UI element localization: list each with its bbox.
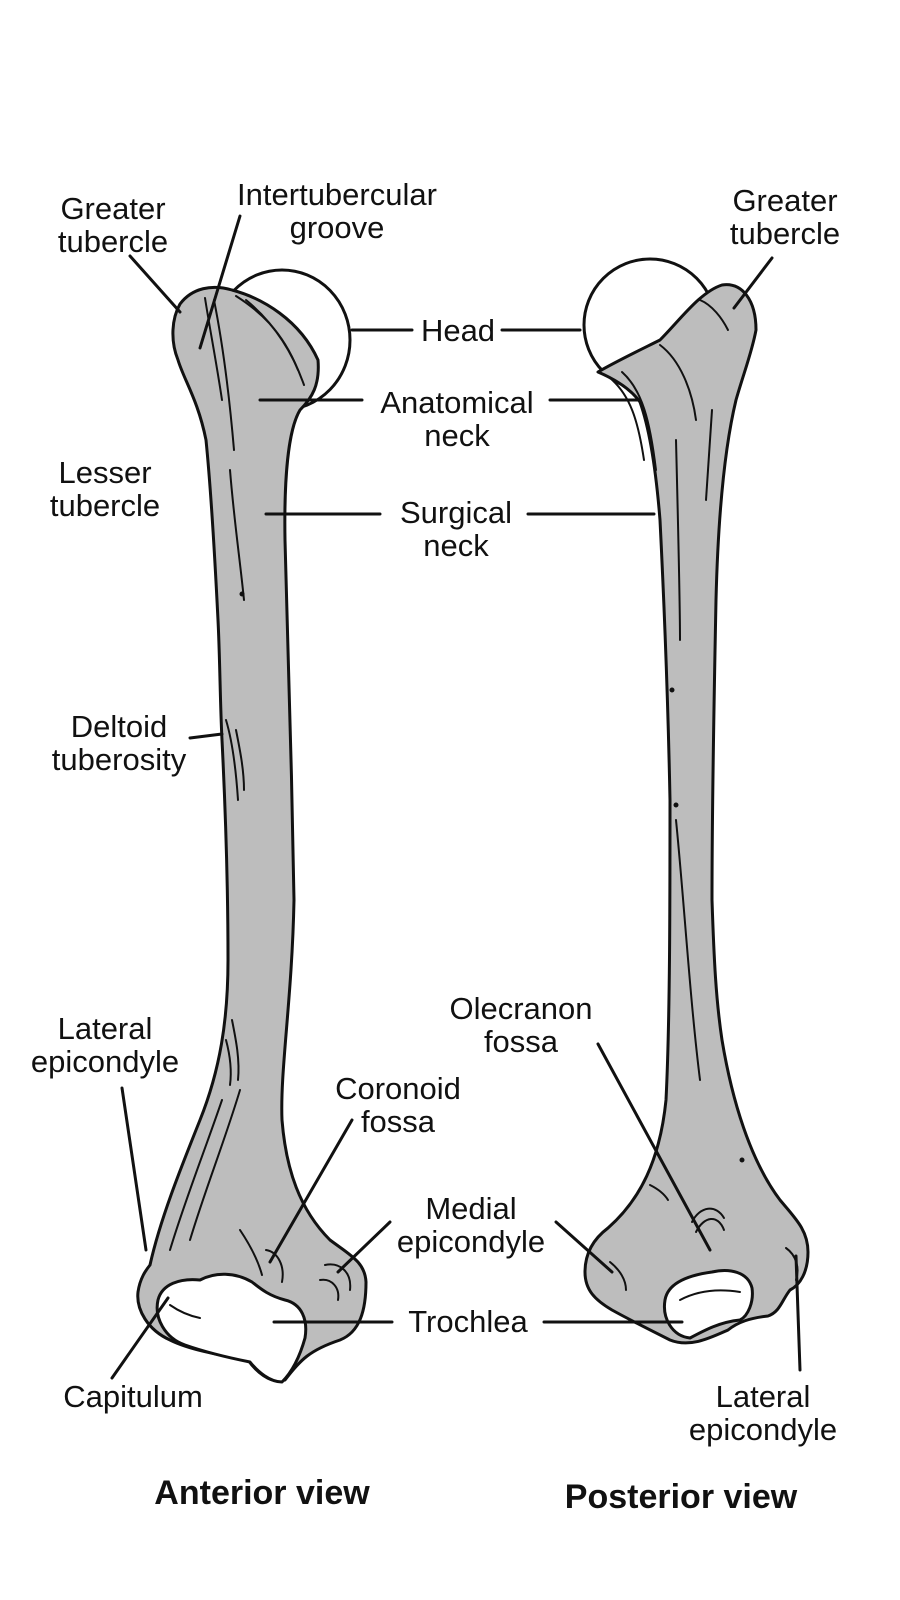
label-surgical-neck: Surgical neck xyxy=(400,495,512,563)
posterior-humerus xyxy=(582,257,810,1345)
label-lateral-epicondyle-anterior: Lateral epicondyle xyxy=(30,1011,180,1079)
label-olecranon-fossa: Olecranon fossa xyxy=(449,991,593,1059)
caption-anterior-view: Anterior view xyxy=(154,1474,370,1512)
label-anatomical-neck: Anatomical neck xyxy=(380,385,534,453)
label-capitulum: Capitulum xyxy=(63,1379,203,1414)
leader-lines xyxy=(110,214,802,1380)
leader-capitulum xyxy=(110,1296,170,1380)
posterior-shaft xyxy=(583,283,810,1345)
leader-medial-epicondyle-ant xyxy=(336,1220,392,1274)
anterior-capitulum-trochlea xyxy=(155,1272,308,1384)
label-trochlea: Trochlea xyxy=(408,1304,528,1339)
anterior-shaft xyxy=(136,285,368,1383)
caption-posterior-view: Posterior view xyxy=(564,1478,798,1516)
leader-greater-tubercle-post xyxy=(732,256,774,310)
label-greater-tubercle-posterior: Greater tubercle xyxy=(729,183,841,251)
label-deltoid-tuberosity: Deltoid tuberosity xyxy=(51,709,187,777)
posterior-trochlea xyxy=(662,1269,754,1340)
label-greater-tubercle-anterior: Greater tubercle xyxy=(57,191,169,259)
leader-greater-tubercle-ant xyxy=(128,254,182,314)
leader-coronoid-fossa xyxy=(268,1118,354,1264)
leader-lateral-epicondyle-post xyxy=(794,1254,802,1372)
leader-medial-epicondyle-post xyxy=(554,1220,614,1274)
leader-lateral-epicondyle-ant xyxy=(120,1086,148,1252)
label-lateral-epicondyle-posterior: Lateral epicondyle xyxy=(688,1379,838,1447)
anterior-humerus xyxy=(136,268,368,1384)
label-coronoid-fossa: Coronoid fossa xyxy=(335,1071,461,1139)
label-lesser-tubercle: Lesser tubercle xyxy=(49,455,161,523)
leader-olecranon-fossa xyxy=(596,1042,712,1252)
label-medial-epicondyle: Medial epicondyle xyxy=(396,1191,546,1259)
leader-intertubercular-groove xyxy=(198,214,242,350)
leader-deltoid-tuberosity xyxy=(188,732,224,740)
label-intertubercular-groove: Intertubercular groove xyxy=(237,177,437,245)
label-head: Head xyxy=(420,313,496,348)
